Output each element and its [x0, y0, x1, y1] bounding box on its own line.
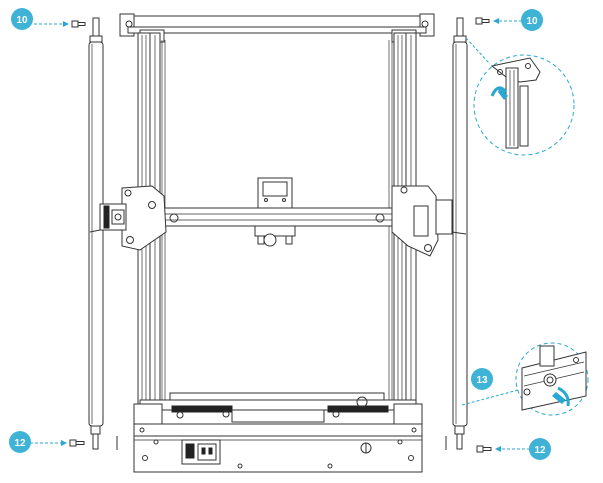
- callout-label: 13: [476, 375, 488, 386]
- screw-top-left: [72, 21, 85, 27]
- callout-label: 12: [534, 445, 546, 456]
- callout-badge-12-left: 12: [9, 431, 31, 453]
- callout-label: 10: [16, 15, 28, 26]
- detail-view-top: [466, 38, 574, 155]
- screw-bottom-left: [70, 440, 84, 446]
- left-rod: [89, 18, 103, 449]
- callout-badge-13: 13: [471, 368, 493, 390]
- screw-bottom-right: [477, 446, 491, 452]
- callout-badge-12-right: 12: [529, 438, 551, 460]
- callout-label: 10: [526, 16, 538, 27]
- callout-label: 12: [14, 438, 26, 449]
- printer-frame: [90, 14, 466, 472]
- callout-badge-10-left: 10: [11, 8, 33, 30]
- callout-badge-10-right: 10: [521, 9, 543, 31]
- screw-top-right: [476, 18, 489, 24]
